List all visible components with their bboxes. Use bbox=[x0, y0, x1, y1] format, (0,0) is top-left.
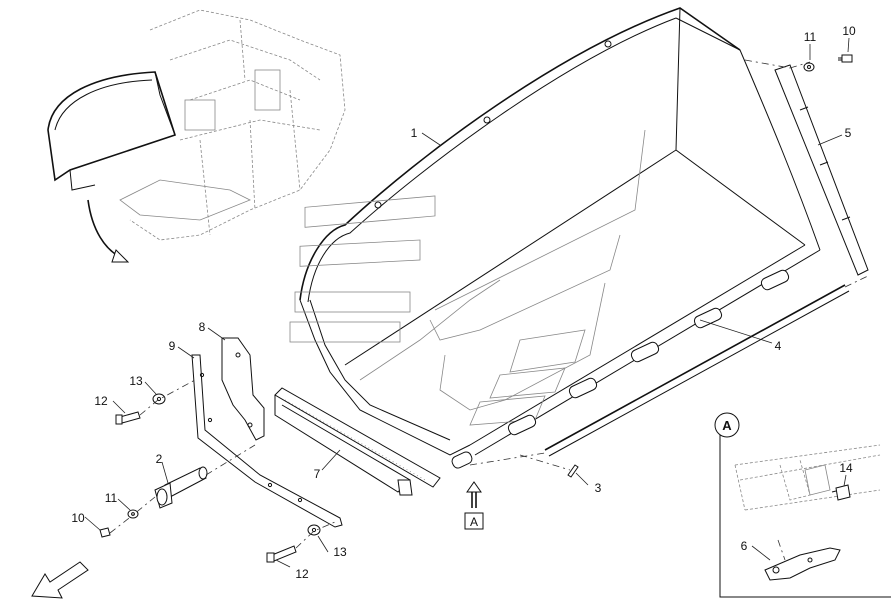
direction-arrow bbox=[31, 561, 89, 599]
callout-14: 14 bbox=[839, 461, 853, 475]
callout-11b: 11 bbox=[804, 30, 817, 44]
callout-13a: 13 bbox=[129, 374, 143, 388]
hardware-left bbox=[99, 379, 336, 563]
callout-5: 5 bbox=[845, 126, 852, 140]
callout-2: 2 bbox=[156, 452, 163, 466]
hinge-tubes bbox=[451, 269, 790, 469]
collector-body bbox=[289, 7, 821, 456]
callout-3: 3 bbox=[595, 481, 602, 495]
callout-7: 7 bbox=[314, 467, 321, 481]
small-pin-part-3 bbox=[519, 454, 579, 478]
overview-illustration bbox=[47, 9, 346, 263]
view-a-marker-label: A bbox=[470, 515, 478, 529]
callout-9: 9 bbox=[169, 339, 176, 353]
pin-part-2 bbox=[154, 444, 256, 509]
hardware-top-right bbox=[803, 54, 853, 72]
callout-10b: 10 bbox=[842, 24, 856, 38]
leader-lines bbox=[84, 37, 850, 568]
callout-4: 4 bbox=[775, 339, 782, 353]
bracket-part-9 bbox=[191, 354, 343, 528]
callout-11a: 11 bbox=[105, 491, 118, 505]
detail-view-a: A bbox=[714, 412, 891, 598]
callout-1: 1 bbox=[411, 126, 418, 140]
callout-8: 8 bbox=[199, 320, 206, 334]
view-a-marker: A bbox=[464, 481, 484, 530]
callout-13b: 13 bbox=[333, 545, 347, 559]
detail-view-a-label: A bbox=[722, 418, 732, 433]
callout-labels: 1 2 3 4 5 6 7 8 9 10 10 11 11 12 12 13 1… bbox=[71, 24, 856, 581]
callout-12a: 12 bbox=[94, 394, 108, 408]
plate-part-8 bbox=[221, 337, 265, 441]
hinge-rod-part-4 bbox=[469, 274, 871, 466]
callout-10a: 10 bbox=[71, 511, 85, 525]
side-strip-part-5 bbox=[744, 59, 869, 276]
callout-6: 6 bbox=[741, 539, 748, 553]
callout-12b: 12 bbox=[295, 567, 309, 581]
scraper-strip-part-7 bbox=[274, 387, 441, 496]
